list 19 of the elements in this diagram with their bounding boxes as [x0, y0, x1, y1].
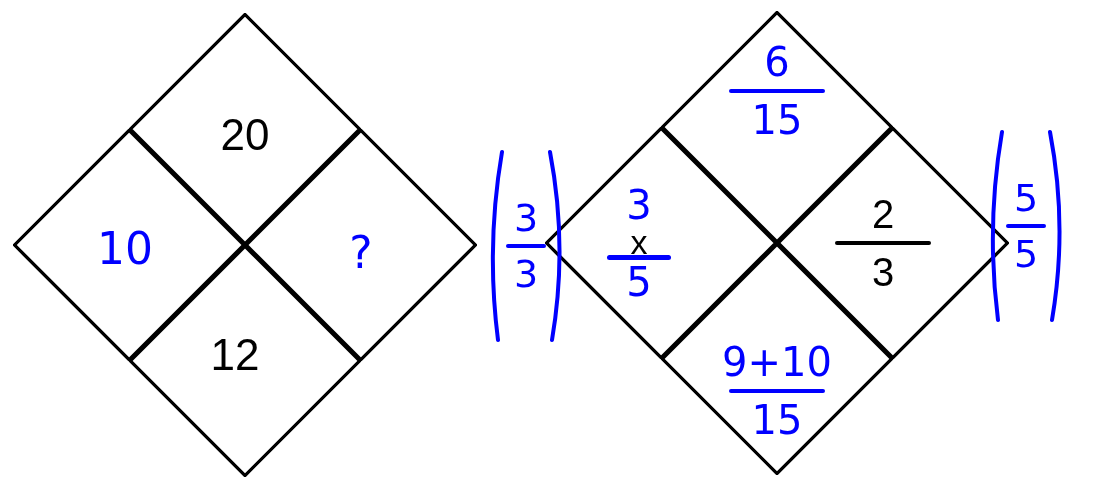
numerator: 2	[871, 191, 895, 237]
cell-number: 12	[210, 330, 260, 380]
multiplier-denominator: 5	[1013, 232, 1039, 276]
denominator: 15	[751, 397, 803, 443]
numerator: 6	[764, 39, 790, 85]
diamond-cell	[661, 11, 893, 243]
crossed-out-variable: x	[630, 226, 648, 257]
multiplier-numerator: 5	[1013, 176, 1039, 220]
cell-number: 10	[97, 224, 153, 274]
numerator: 9+10	[722, 339, 832, 385]
denominator: 15	[751, 97, 803, 143]
diamond-cell	[661, 243, 893, 475]
cell-number: ?	[349, 228, 373, 278]
denominator: 5	[626, 259, 652, 304]
denominator: 3	[871, 249, 895, 295]
multiplier-denominator: 3	[513, 252, 539, 296]
numerator: 3	[626, 182, 652, 227]
cell-number: 20	[220, 110, 270, 160]
multiplier-numerator: 3	[513, 196, 539, 240]
